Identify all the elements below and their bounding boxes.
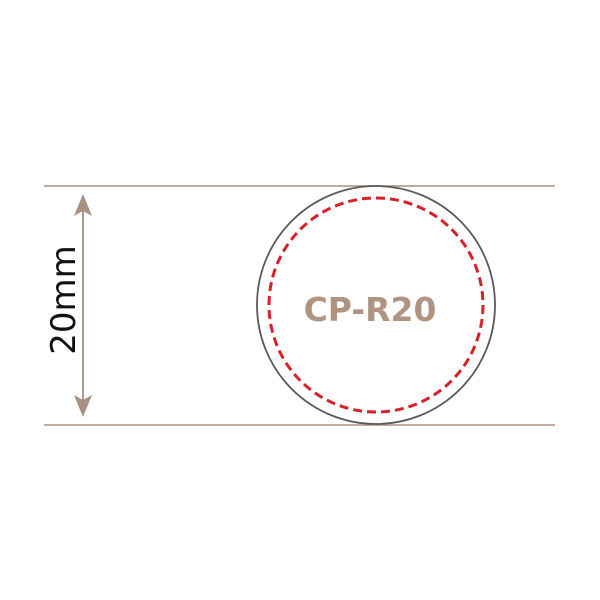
dimension-arrow (74, 194, 92, 417)
arrow-head-down-icon (74, 395, 92, 417)
sticker-outline-circle (256, 185, 496, 425)
arrow-head-up-icon (74, 194, 92, 216)
product-code: CP-R20 (304, 290, 437, 329)
dimension-label: 20mm (44, 245, 84, 355)
cut-line-dashed-circle (267, 196, 485, 414)
